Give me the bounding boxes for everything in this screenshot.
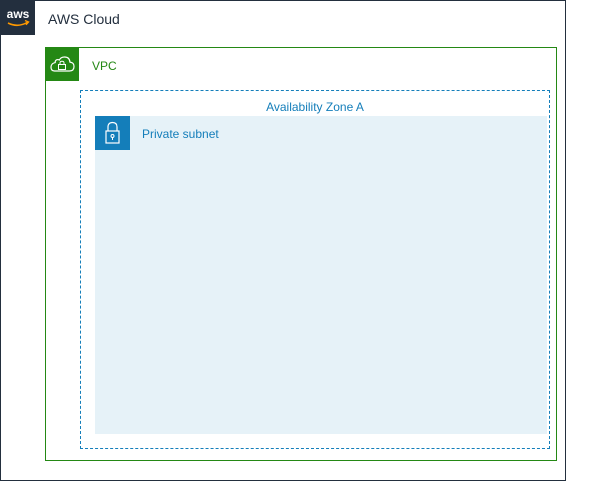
aws-logo-icon: aws xyxy=(1,1,35,35)
private-subnet-label: Private subnet xyxy=(142,127,219,141)
vpc-cloud-lock-icon xyxy=(45,47,79,81)
private-subnet-group: Private subnet xyxy=(95,116,547,434)
aws-cloud-group: aws AWS Cloud xyxy=(0,0,566,481)
aws-cloud-label: AWS Cloud xyxy=(48,11,120,27)
padlock-icon xyxy=(95,116,130,150)
availability-zone-group: Availability Zone A xyxy=(80,90,550,449)
aws-logo-text: aws xyxy=(7,7,30,21)
availability-zone-label: Availability Zone A xyxy=(266,100,364,114)
vpc-group: VPC xyxy=(45,47,557,461)
vpc-label: VPC xyxy=(92,59,117,73)
